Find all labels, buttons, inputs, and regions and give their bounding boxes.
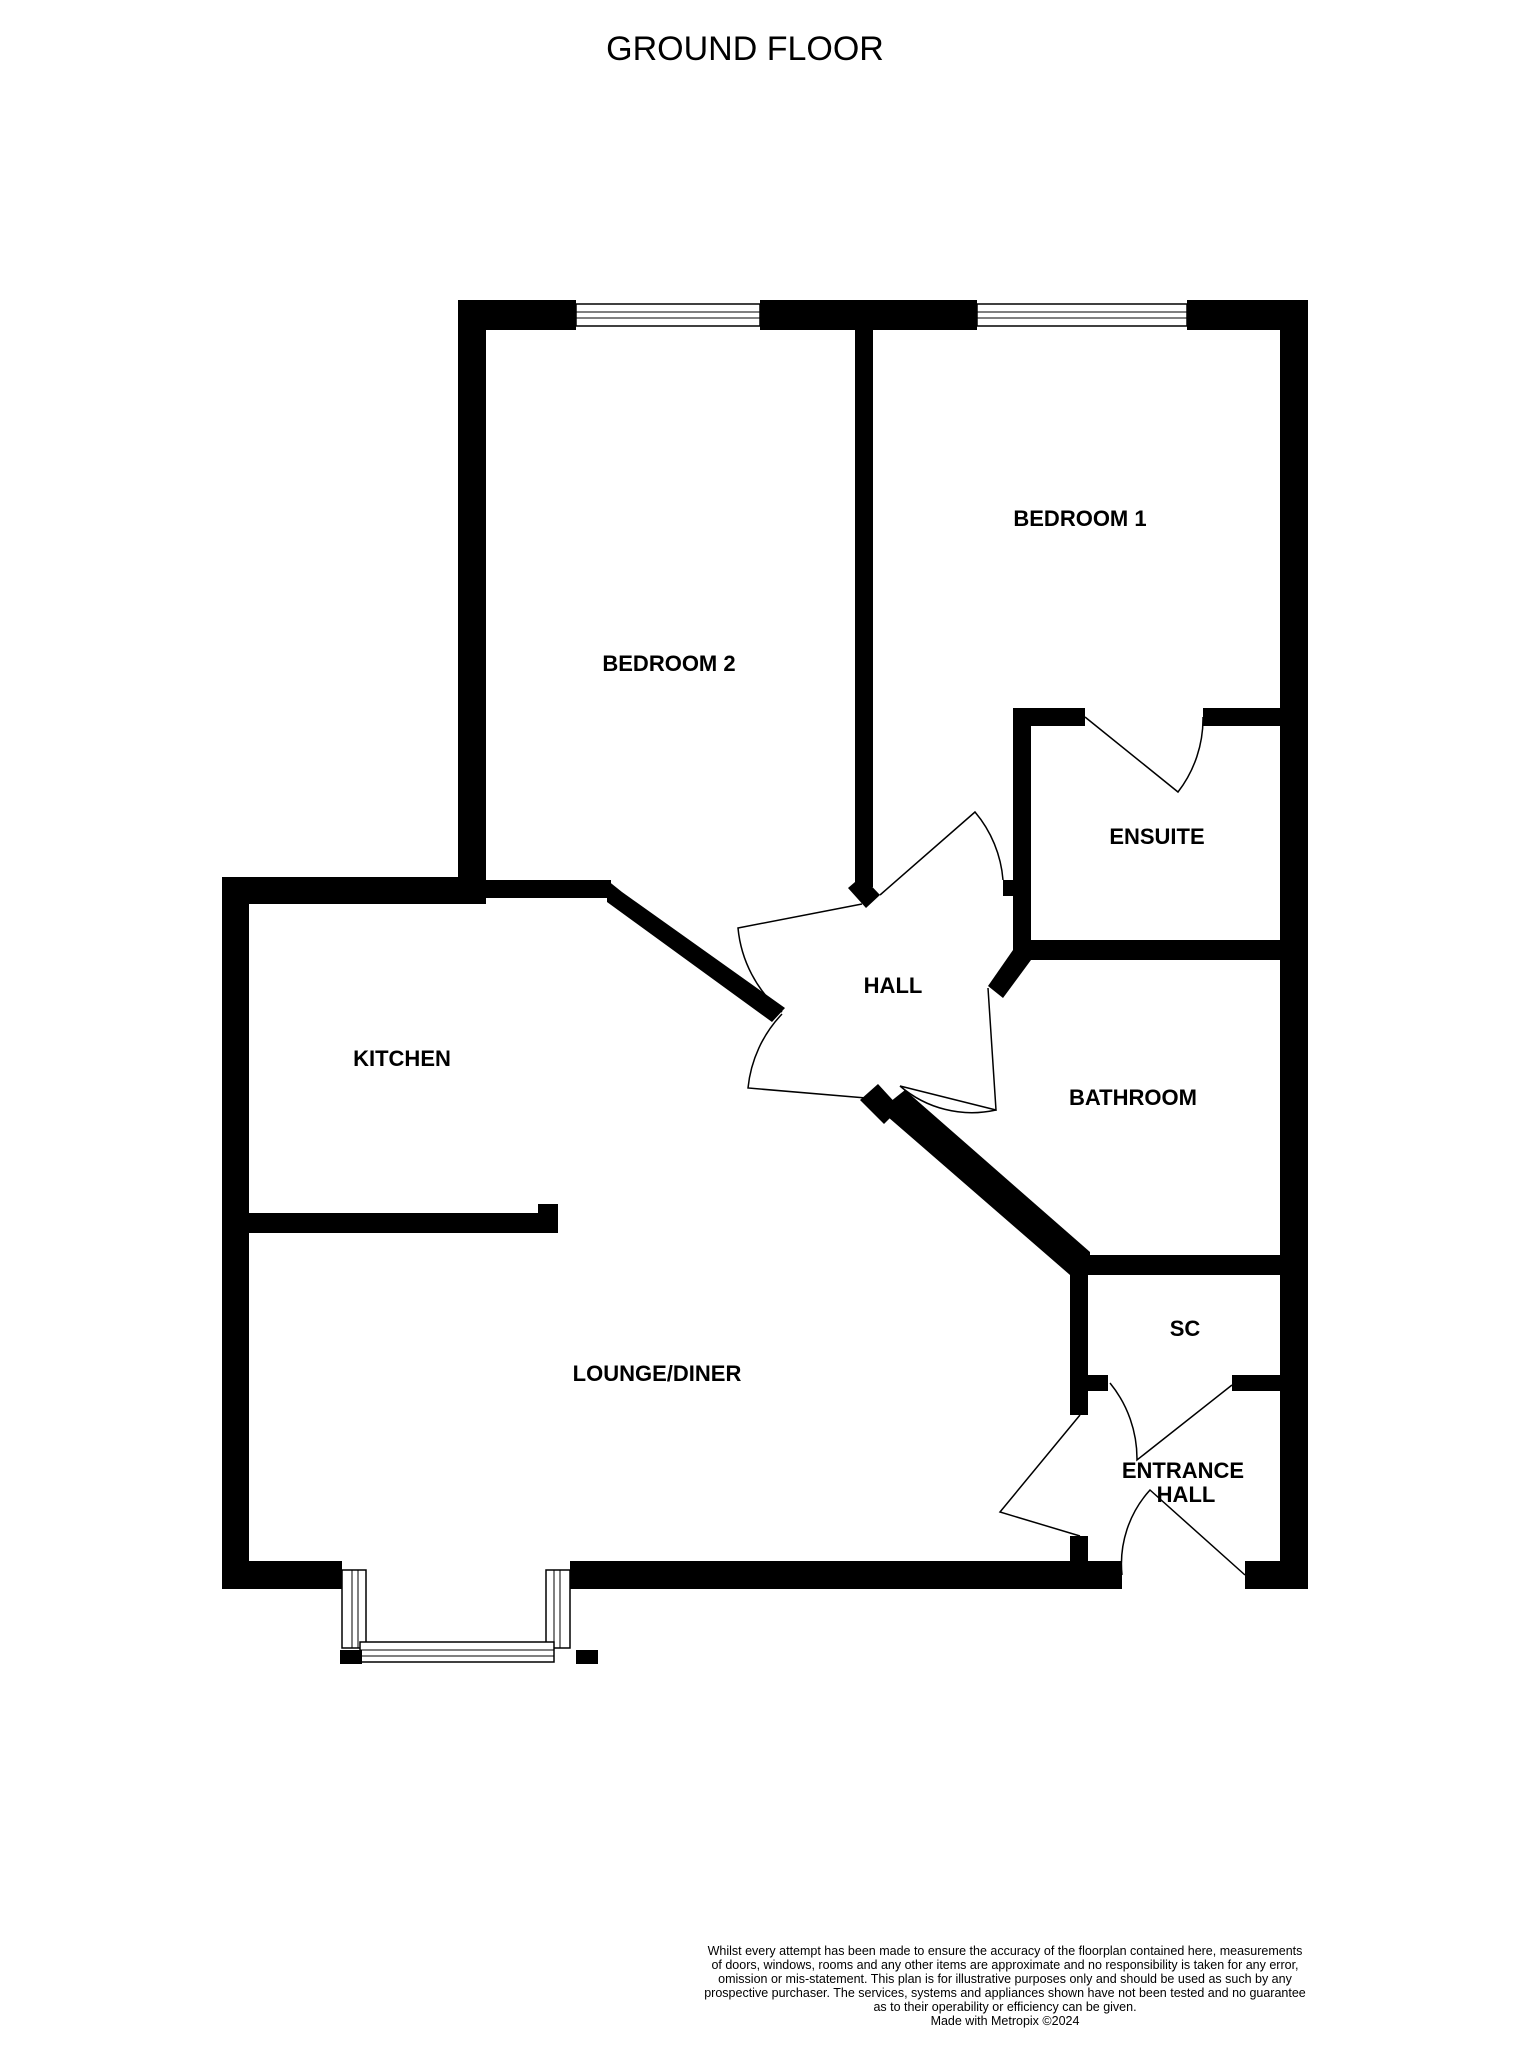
door-lounge	[747, 1013, 867, 1099]
wall-ensuite-left	[1013, 708, 1031, 946]
wall-kitchen-top	[222, 877, 486, 904]
disclaimer: Whilst every attempt has been made to en…	[655, 1944, 1355, 2028]
wall-bottom-left	[222, 1561, 342, 1589]
window-bedroom-1	[976, 303, 1188, 327]
wall-bedroom-2-left	[458, 300, 486, 882]
door-bedroom-2	[737, 903, 863, 1013]
label-entrance-hall-1: ENTRANCE	[1122, 1458, 1244, 1483]
door-bedroom-1	[879, 810, 1004, 896]
label-bathroom: BATHROOM	[1069, 1085, 1197, 1110]
wall-diagonal-upper	[607, 880, 785, 1022]
wall-hall-stub-top	[848, 876, 880, 908]
label-sc: SC	[1170, 1316, 1201, 1341]
door-bathroom	[899, 987, 997, 1111]
disclaimer-line: prospective purchaser. The services, sys…	[704, 1986, 1306, 2000]
label-ensuite: ENSUITE	[1109, 824, 1204, 849]
wall-bottom-entrance-right	[1245, 1561, 1308, 1589]
label-kitchen: KITCHEN	[353, 1046, 451, 1071]
disclaimer-line: as to their operability or efficiency ca…	[873, 2000, 1137, 2014]
doors	[737, 716, 1246, 1576]
label-bedroom-1: BEDROOM 1	[1013, 506, 1146, 531]
wall-right-upper	[1280, 300, 1308, 1380]
wall-kitchen-top-2	[486, 880, 611, 898]
wall-sc-stub	[1088, 1375, 1108, 1391]
window-bedroom-2	[575, 303, 761, 327]
wall-ensuite-top-right	[1203, 708, 1283, 726]
label-lounge-diner: LOUNGE/DINER	[573, 1361, 742, 1386]
door-sc	[1109, 1382, 1233, 1462]
wall-diagonal-lower	[880, 1090, 1090, 1275]
disclaimer-line: omission or mis-statement. This plan is …	[718, 1972, 1292, 1986]
door-entrance-lounge	[998, 1414, 1081, 1537]
wall-sc-bottom-right	[1232, 1375, 1308, 1391]
wall-bathroom-bottom	[1070, 1255, 1308, 1275]
wall-bathroom-stub	[988, 950, 1031, 998]
bay-window	[340, 1569, 598, 1664]
wall-kitchen-divider	[240, 1213, 540, 1233]
wall-ensuite-bottom	[1013, 940, 1283, 960]
label-entrance-hall-2: HALL	[1157, 1482, 1216, 1507]
wall-entrance-left	[1070, 1536, 1088, 1576]
wall-sc-left	[1070, 1255, 1088, 1415]
door-ensuite	[1084, 716, 1204, 794]
label-bedroom-2: BEDROOM 2	[602, 651, 735, 676]
wall-bedroom-divider	[855, 325, 873, 887]
disclaimer-credit: Made with Metropix ©2024	[930, 2014, 1080, 2028]
wall-right-lower	[1280, 1390, 1308, 1589]
walls	[222, 300, 1308, 1589]
door-front	[1120, 1488, 1246, 1576]
wall-kitchen-divider-end	[538, 1204, 558, 1233]
label-hall: HALL	[864, 973, 923, 998]
floor-title: GROUND FLOOR	[606, 30, 884, 68]
disclaimer-line: of doors, windows, rooms and any other i…	[711, 1958, 1299, 1972]
wall-ensuite-stub	[1003, 880, 1021, 896]
wall-bottom-mid	[570, 1561, 1122, 1589]
disclaimer-line: Whilst every attempt has been made to en…	[707, 1944, 1303, 1958]
